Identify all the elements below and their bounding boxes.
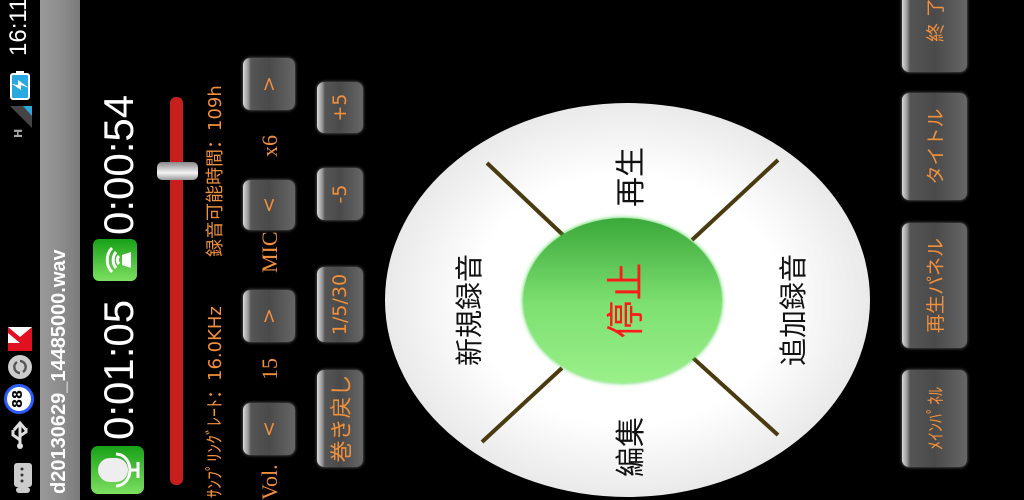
usb-icon (11, 420, 28, 449)
stop-button[interactable]: 停止 (523, 218, 722, 383)
append-record-button[interactable]: 追加録音 (777, 253, 810, 367)
main-panel-button[interactable]: ﾒｲﾝﾊﾟﾈﾙ (902, 370, 967, 467)
android-debug-icon (14, 463, 32, 493)
edit-button[interactable]: 編集 (614, 417, 649, 477)
signal-icon (10, 106, 32, 128)
record-mic-icon[interactable] (90, 445, 145, 495)
status-bar: 88 H 16:11 (0, 0, 40, 500)
battery-charging-icon (10, 71, 30, 100)
stop-label: 停止 (604, 262, 648, 339)
play-panel-button[interactable]: 再生パネル (902, 223, 967, 348)
new-record-button[interactable]: 新規録音 (453, 253, 486, 367)
exit-button[interactable]: 終 了 (902, 0, 967, 72)
play-button[interactable]: 再生 (614, 147, 649, 207)
speaker-icon[interactable] (92, 238, 138, 282)
app-k-icon (8, 327, 32, 351)
title-button[interactable]: タイトル (902, 93, 967, 200)
sync-icon (8, 355, 32, 379)
